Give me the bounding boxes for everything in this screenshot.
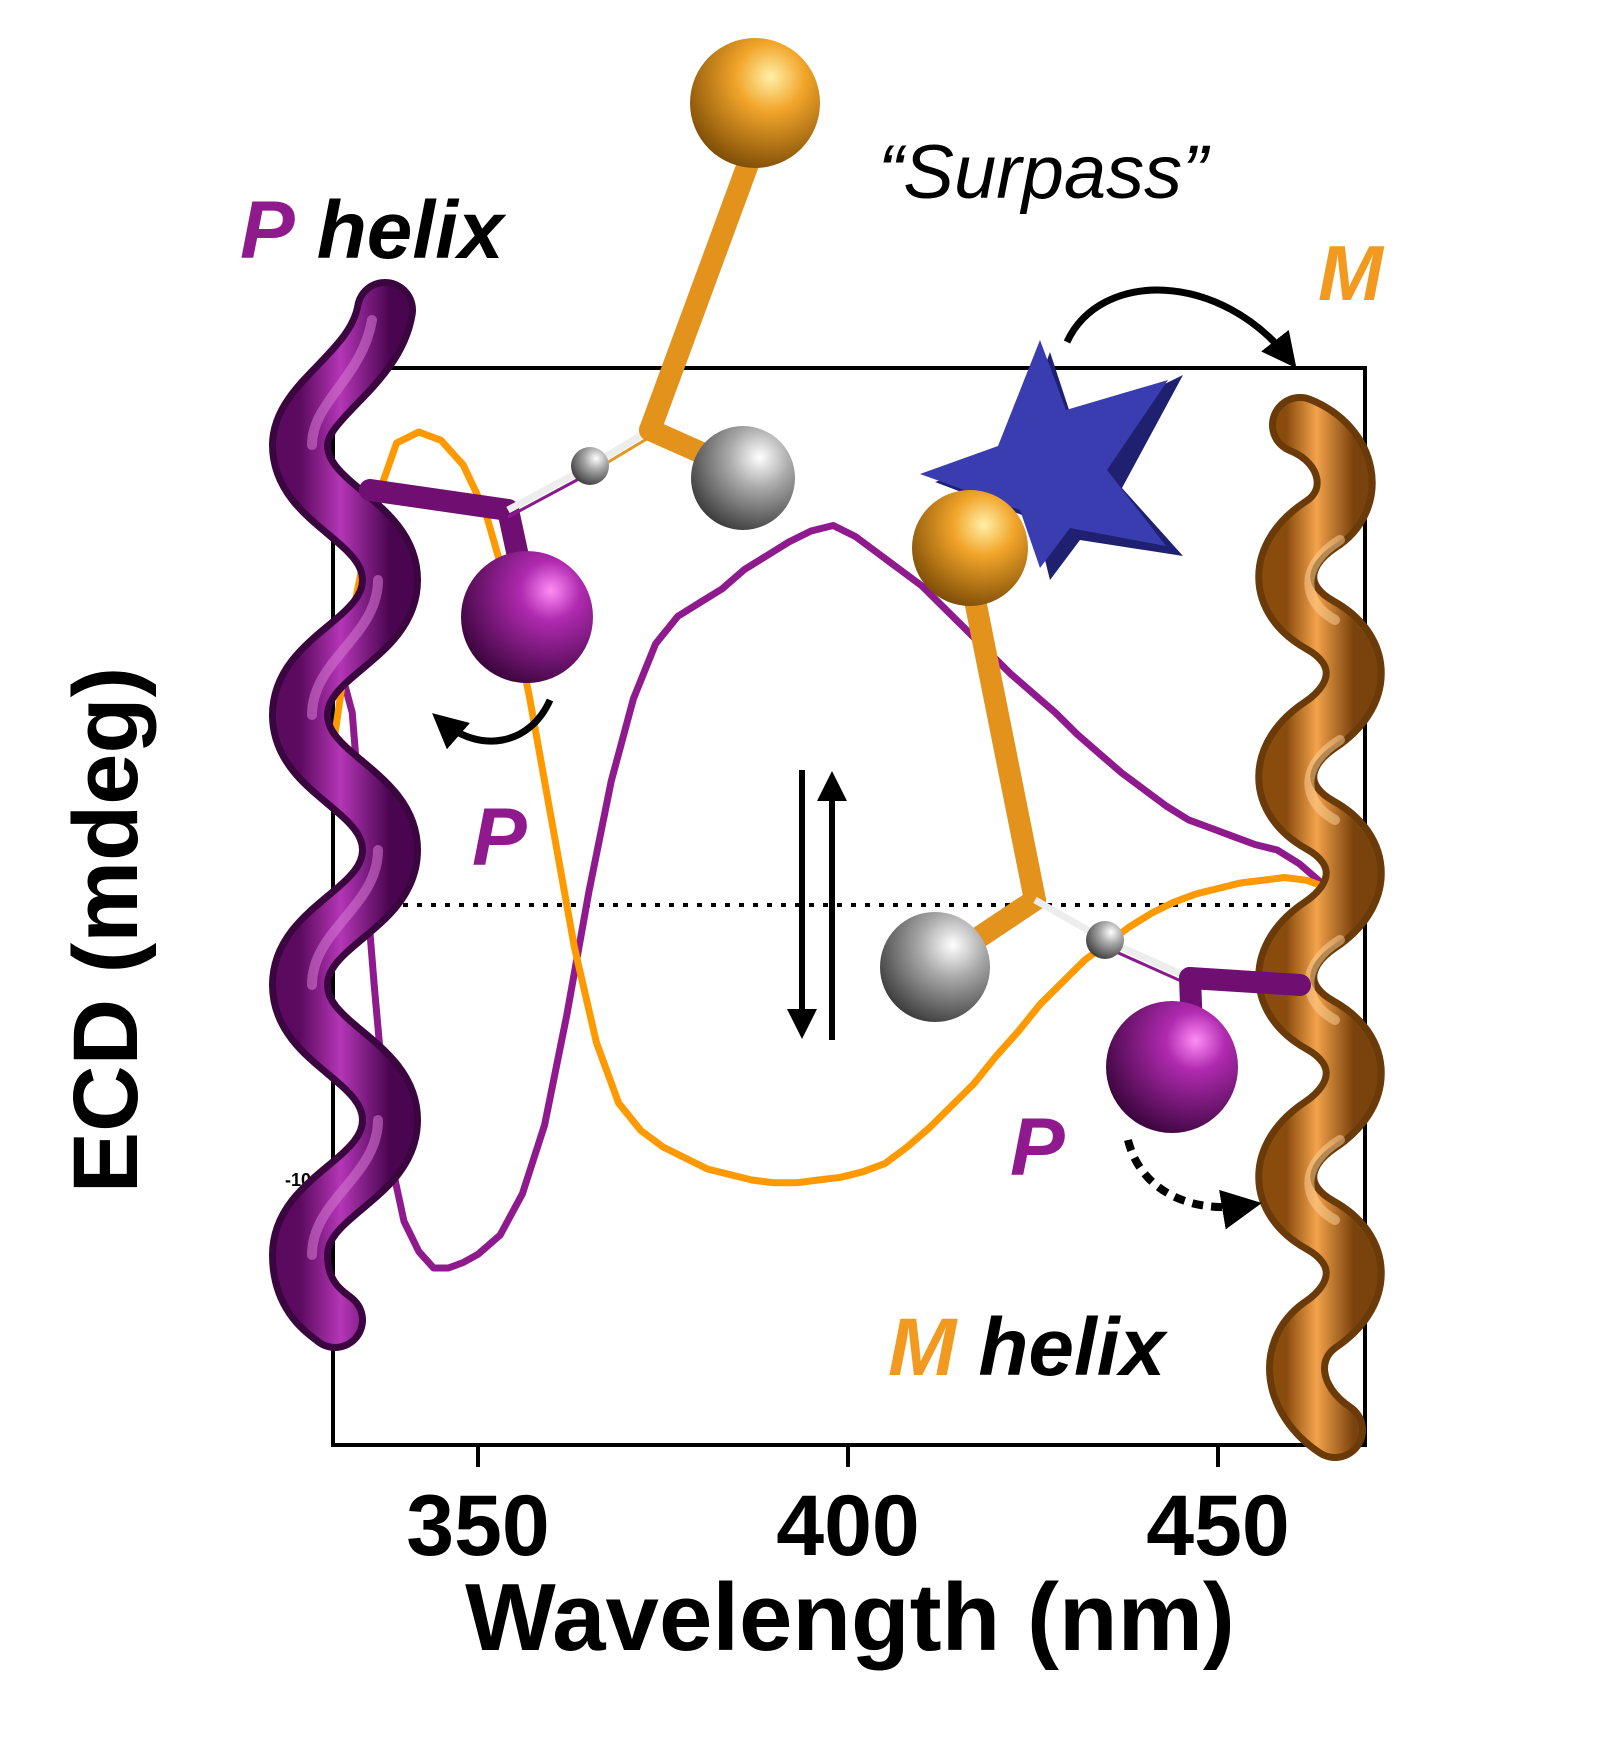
- series-line-1: [326, 522, 1326, 1272]
- purple-atom: [461, 551, 593, 683]
- purple-atom-2: [1106, 1001, 1238, 1133]
- p-helix-word: helix: [317, 185, 507, 276]
- orange-bond-long: [639, 107, 776, 441]
- dashed-arrow-right: [1124, 1138, 1262, 1230]
- annotation-arrows: [432, 286, 1297, 1230]
- x-tick-label: 350: [406, 1478, 550, 1574]
- double-bond-g: [1104, 945, 1191, 987]
- series-line-2: [326, 428, 1333, 1187]
- double-bond-b: [507, 471, 591, 519]
- gray-atom-small: [571, 447, 609, 485]
- m-side-chain-molecule: [880, 490, 1311, 1133]
- p-right-label: P: [1010, 1102, 1065, 1193]
- p-side-chain-molecule: [359, 38, 820, 683]
- m-helix-word: helix: [978, 1302, 1168, 1393]
- orange-atom-2: [912, 490, 1028, 606]
- y-axis-label: ECD (mdeg): [55, 667, 157, 1193]
- x-tick-label: 450: [1146, 1478, 1290, 1574]
- star-icon: [920, 340, 1183, 580]
- p-helix: [268, 279, 422, 1351]
- curved-arrow-top-right: [1063, 286, 1297, 369]
- purple-bond-2: [1179, 967, 1311, 996]
- p-helix-shine: [307, 315, 383, 1260]
- m-top-label: M: [1318, 229, 1385, 317]
- x-axis-label: Wavelength (nm): [465, 1564, 1235, 1671]
- surpass-label: “Surpass”: [878, 130, 1211, 215]
- curved-arrow-left: [432, 698, 554, 750]
- purple-bond: [359, 479, 519, 521]
- m-helix-shine: [1304, 535, 1345, 1225]
- gray-atom-small-2: [1086, 921, 1124, 959]
- orange-bond-long-2: [964, 589, 1046, 911]
- gray-atom-2: [880, 912, 990, 1022]
- m-helix-tube-highlight: [1262, 401, 1378, 1454]
- m-helix-letter: M: [888, 1302, 958, 1393]
- p-left-label: P: [472, 792, 527, 883]
- orange-atom-top: [690, 38, 820, 168]
- series-group: [326, 428, 1333, 1272]
- gray-atom: [691, 426, 795, 530]
- m-helix: [1255, 394, 1385, 1461]
- p-helix-letter: P: [240, 185, 295, 276]
- x-tick-label: 400: [776, 1478, 920, 1574]
- star-face: [920, 340, 1168, 568]
